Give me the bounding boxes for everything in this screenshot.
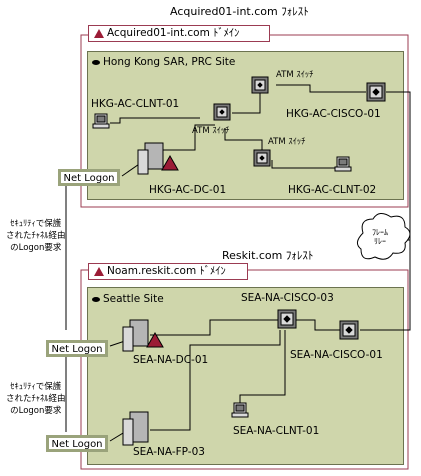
link-atm3-clnt02: [271, 160, 335, 169]
secure-request-upper: ｾｷｭﾘﾃｨで保護 されたﾁｬﾈﾙ経由 のLogon要求: [6, 219, 66, 253]
hk-cisco-01-router: [366, 82, 386, 102]
link-fp-cisco03: [150, 330, 281, 431]
site-bullet-icon: [92, 60, 100, 65]
sea-fp-03-server: [122, 411, 149, 446]
atm-switch-1-label: ATM ｽｲｯﾁ: [192, 126, 230, 136]
top-site-label: Hong Kong SAR, PRC Site: [103, 56, 236, 68]
hk-clnt-01-computer: [92, 113, 110, 129]
sea-fp-03-label: SEA-NA-FP-03: [133, 446, 205, 458]
site-bullet-icon: [92, 297, 100, 302]
secure-request-lower: ｾｷｭﾘﾃｨで保護 されたﾁｬﾈﾙ経由 のLogon要求: [6, 382, 66, 416]
link-dc-cisco03: [150, 319, 278, 336]
frame-relay-cloud: [357, 213, 411, 260]
frame-relay-label: ﾌﾚｰﾑ ﾘﾚｰ: [372, 228, 388, 246]
net-logon-box-top: Net Logon: [58, 169, 120, 186]
sea-clnt-01-label: SEA-NA-CLNT-01: [233, 425, 320, 437]
link-cisco03-cisco01: [296, 319, 340, 331]
top-domain-header: Acquired01-int.com ﾄﾞﾒｲﾝ: [88, 25, 270, 42]
hk-dc-01-label: HKG-AC-DC-01: [149, 184, 227, 196]
link-dc-atm1: [160, 124, 215, 151]
atm-switch-3-label: ATM ｽｲｯﾁ: [268, 137, 306, 147]
hk-clnt-02-label: HKG-AC-CLNT-02: [288, 184, 377, 196]
sea-dc-01-label: SEA-NA-DC-01: [133, 354, 209, 366]
hk-clnt-01-label: HKG-AC-CLNT-01: [91, 98, 180, 110]
sea-cisco-01-router: [339, 320, 359, 340]
atm-switch-3: [253, 149, 271, 167]
top-domain-label: Acquired01-int.com ﾄﾞﾒｲﾝ: [107, 27, 240, 39]
top-forest-title: Acquired01-int.com ﾌｫﾚｽﾄ: [170, 5, 309, 18]
bottom-site-label: Seattle Site: [103, 293, 164, 305]
hk-dc-01-server: [137, 142, 179, 175]
link-cisco03-clnt: [239, 330, 286, 405]
sea-dc-01-server: [122, 319, 164, 352]
bottom-forest-title: Reskit.com ﾌｫﾚｽﾄ: [222, 249, 314, 262]
atm-switch-1: [213, 103, 231, 121]
atm-switch-2: [251, 76, 269, 94]
sea-cisco-01-label: SEA-NA-CISCO-01: [290, 349, 383, 361]
hk-clnt-02-computer: [334, 156, 352, 172]
sea-cisco-03-router: [277, 309, 297, 329]
net-logon-label: Net Logon: [63, 173, 115, 184]
domain-triangle-icon: [94, 267, 104, 276]
link-atm2-cisco: [276, 84, 366, 93]
link-clnt01-atm1: [110, 117, 200, 124]
site-hong-kong: [87, 51, 404, 200]
net-logon-label: Net Logon: [51, 439, 103, 450]
domain-triangle-icon: [94, 29, 104, 38]
net-logon-label: Net Logon: [51, 344, 103, 355]
sea-clnt-01-computer: [231, 402, 249, 418]
link-atm1-atm3: [224, 128, 263, 150]
net-logon-box-middle: Net Logon: [46, 340, 108, 357]
link-atm1-atm2: [232, 92, 261, 114]
bottom-domain-header: Noam.reskit.com ﾄﾞﾒｲﾝ: [88, 263, 248, 280]
net-logon-box-bottom: Net Logon: [46, 435, 108, 452]
sea-cisco-03-label: SEA-NA-CISCO-03: [241, 292, 334, 304]
hk-cisco-01-label: HKG-AC-CISCO-01: [286, 108, 381, 120]
atm-switch-2-label: ATM ｽｲｯﾁ: [276, 70, 314, 80]
bottom-domain-label: Noam.reskit.com ﾄﾞﾒｲﾝ: [107, 265, 226, 277]
